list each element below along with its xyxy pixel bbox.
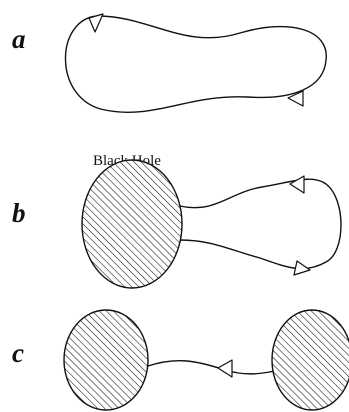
panel-label-c: c: [12, 338, 24, 368]
string-segment-c: [148, 361, 275, 374]
string-loop-b: [180, 179, 341, 268]
black-hole-c-right: [272, 310, 349, 410]
black-hole-c-left: [64, 310, 148, 410]
string-loop-a: [65, 16, 326, 112]
black-hole-b: [82, 160, 182, 288]
panel-label-b: b: [12, 198, 26, 228]
direction-arrow-b-top: [290, 176, 304, 193]
direction-arrow-b-bottom: [294, 261, 310, 275]
panel-label-a: a: [12, 24, 26, 54]
direction-arrow-c: [218, 360, 232, 377]
